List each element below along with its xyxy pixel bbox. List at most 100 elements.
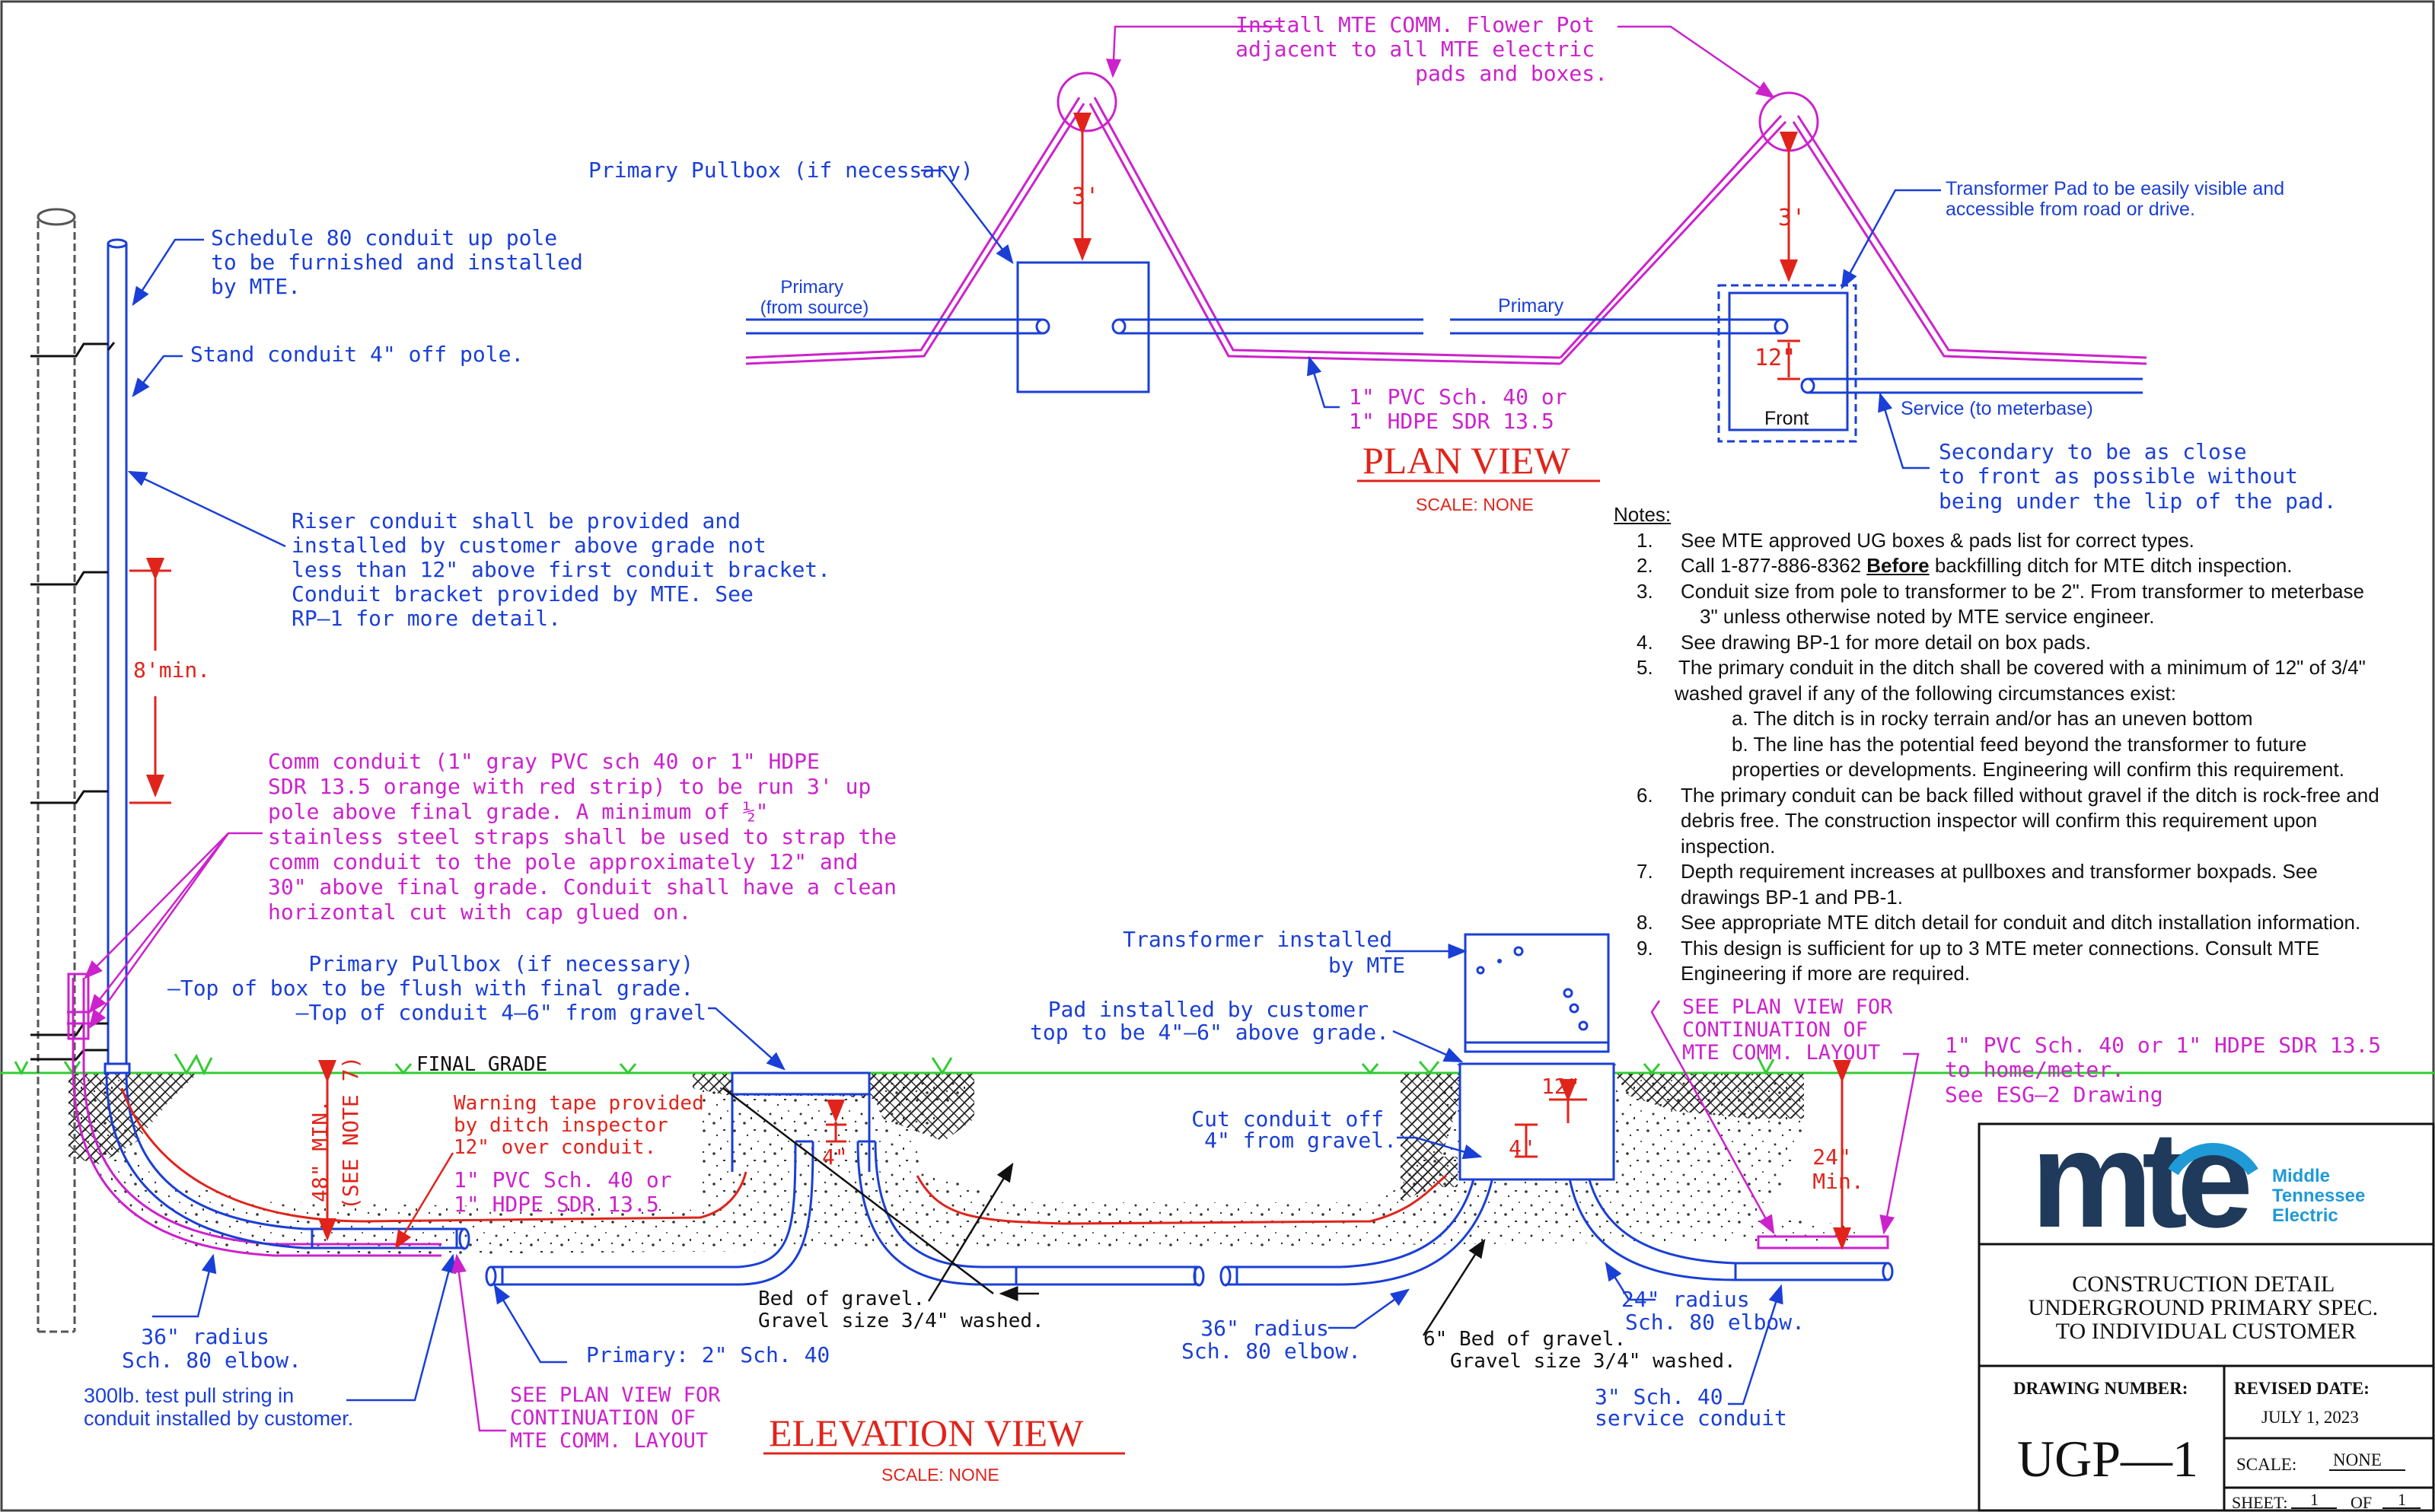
cut-conduit-note: Cut conduit off 4" from gravel. (1191, 1106, 1397, 1153)
note-7-cont: drawings BP-1 and PB-1. (1681, 885, 1903, 909)
dim-8ft-min: 8'min. (133, 657, 210, 683)
note-3-cont: 3" unless otherwise noted by MTE service… (1700, 605, 2155, 628)
note-4: 4.See drawing BP-1 for more detail on bo… (1637, 630, 2092, 654)
svg-text:mte: mte (2031, 1103, 2249, 1256)
note-9-cont: Engineering if more are required. (1681, 962, 1971, 985)
conduit-brackets (30, 342, 116, 1061)
plan-view-title: PLAN VIEW (1363, 439, 1570, 482)
drawing-number-label: DRAWING NUMBER: (2013, 1379, 2188, 1398)
elevation-pullbox (731, 1071, 871, 1172)
transformer-installed-note: Transformer installed by MTE (1123, 927, 1405, 978)
elevation-black-leaders (722, 1087, 1486, 1336)
drawing-title: CONSTRUCTION DETAIL UNDERGROUND PRIMARY … (2028, 1272, 2383, 1344)
note-5b: b. The line has the potential feed beyon… (1732, 732, 2307, 756)
note-5b-cont: properties or developments. Engineering … (1732, 758, 2344, 781)
dim-4in-pad: 4" (1509, 1135, 1535, 1160)
pad-installed-note: Pad installed by customer top to be 4"—6… (1030, 997, 1389, 1045)
plan-primary-label: Primary (1498, 295, 1564, 317)
soil-hatch-left (69, 1073, 198, 1164)
elevation-transformer (1456, 933, 1617, 1181)
drawing-number: UGP—1 (2017, 1430, 2198, 1488)
radius24-note: 24" radius Sch. 80 elbow. (1621, 1287, 1805, 1335)
warning-tape (120, 1087, 1447, 1225)
note-8: 8.See appropriate MTE ditch detail for c… (1637, 911, 2361, 934)
elevation-view: Schedule 80 conduit up pole to be furnis… (0, 208, 2435, 1485)
sheet-label: SHEET: (2232, 1493, 2287, 1512)
plan-magenta-leaders (1106, 25, 1776, 99)
dim-4in-pullbox: 4" (822, 1144, 848, 1170)
plan-primary-conduit (746, 318, 2143, 394)
revised-date: JULY 1, 2023 (2261, 1408, 2359, 1427)
scale-value: NONE (2333, 1450, 2382, 1469)
primary-elbow-pole (105, 1072, 470, 1250)
riser-note: Riser conduit shall be provided and inst… (292, 508, 843, 631)
plan-view: Install MTE COMM. Flower Pot adjacent to… (588, 12, 2337, 514)
comm-conduit-note: Comm conduit (1" gray PVC sch 40 or 1" H… (268, 749, 910, 925)
final-grade-label: FINAL GRADE (416, 1053, 547, 1076)
elevation-view-title: ELEVATION VIEW (769, 1412, 1084, 1454)
elevation-pvc-callout: 1" PVC Sch. 40 or 1" HDPE SDR 13.5 (454, 1167, 684, 1217)
soil-hatch-mid2 (864, 1073, 974, 1141)
primary-2in-label: Primary: 2" Sch. 40 (586, 1342, 830, 1367)
note-9: 9.This design is sufficient for up to 3 … (1637, 936, 2320, 960)
note-7: 7.Depth requirement increases at pullbox… (1637, 860, 2318, 883)
bed-of-gravel-note: Bed of gravel. Gravel size 3/4" washed. (758, 1288, 1044, 1332)
note-6-cont1: debris free. The construction inspector … (1681, 809, 2318, 832)
plan-scale: SCALE: NONE (1416, 495, 1534, 514)
elevation-blue-leaders (127, 238, 1783, 1405)
mte-logo: mte (2031, 1103, 2259, 1256)
plan-dimensions (1073, 113, 1800, 380)
pullbox-elevation-note: Primary Pullbox (if necessary) —Top of b… (167, 951, 706, 1025)
service3-note: 3" Sch. 40 service conduit (1595, 1384, 1787, 1431)
note-1: 1.See MTE approved UG boxes & pads list … (1637, 528, 2194, 552)
schedule80-note: Schedule 80 conduit up pole to be furnis… (211, 225, 596, 299)
plan-blue-leaders (921, 169, 1941, 470)
dim-12in-pad: 12" (1541, 1074, 1580, 1099)
elevation-red-leaders (394, 1152, 454, 1250)
pull-string-note: 300lb. test pull string in conduit insta… (84, 1384, 353, 1430)
primary-pullbox-label: Primary Pullbox (if necessary) (588, 158, 974, 183)
front-label: Front (1764, 408, 1809, 429)
dim-48in-min: 48" MIN. (308, 1100, 333, 1202)
revised-date-label: REVISED DATE: (2234, 1379, 2370, 1398)
secondary-note: Secondary to be as close to front as pos… (1939, 439, 2337, 514)
note-6-cont2: inspection. (1681, 834, 1776, 858)
pvc-home-note: 1" PVC Sch. 40 or 1" HDPE SDR 13.5 to ho… (1945, 1033, 2394, 1107)
note-5a: a. The ditch is in rocky terrain and/or … (1732, 707, 2253, 730)
flower-pot-note: Install MTE COMM. Flower Pot adjacent to… (1235, 12, 1608, 86)
grass-tufts (14, 1053, 1775, 1076)
radius36-left-note: 36" radius Sch. 80 elbow. (122, 1324, 301, 1373)
note-5: 5.The primary conduit in the ditch shall… (1637, 656, 2366, 679)
note-3: 3.Conduit size from pole to transformer … (1637, 579, 2364, 603)
plan-comm-conduit (745, 97, 2147, 365)
plan-transformer-pad (1728, 291, 1849, 431)
notes-block: Notes: 1.See MTE approved UG boxes & pad… (1614, 502, 2432, 987)
primary-from-source-label: Primary (from source) (760, 277, 869, 318)
riser-conduit (104, 238, 131, 1074)
elevation-scale: SCALE: NONE (881, 1465, 999, 1485)
notes-header: Notes: (1614, 503, 1672, 526)
see-plan-view-right: SEE PLAN VIEW FOR CONTINUATION OF MTE CO… (1682, 995, 1905, 1065)
comm-conduit-pole (67, 972, 441, 1257)
plan-dim-3ft-right: 3' (1778, 205, 1806, 231)
utility-pole (37, 208, 76, 1333)
plan-pullbox (1016, 261, 1150, 393)
scale-label: SCALE: (2236, 1455, 2296, 1474)
plan-pvc-callout: 1" PVC Sch. 40 or 1" HDPE SDR 13.5 (1349, 384, 1579, 434)
note-5-cont: washed gravel if any of the following ci… (1675, 681, 2176, 705)
stand-conduit-note: Stand conduit 4" off pole. (190, 342, 524, 367)
plan-transformer-pad-outline (1717, 284, 1857, 443)
flower-pot-right (1758, 91, 1819, 152)
of-label: OF (2351, 1493, 2372, 1512)
note-6: 6.The primary conduit can be back filled… (1637, 783, 2379, 807)
sheet-number: 1 (2310, 1490, 2319, 1509)
radius36-mid-note: 36" radius Sch. 80 elbow. (1181, 1316, 1361, 1364)
service-label: Service (to meterbase) (1901, 398, 2093, 419)
gravel-bed (69, 1073, 1857, 1256)
company-name: Middle Tennessee Electric (2272, 1166, 2370, 1226)
plan-dim-12in: 12" (1755, 345, 1796, 371)
sheet-total: 1 (2398, 1490, 2406, 1509)
see-note-7: (SEE NOTE 7) (338, 1056, 363, 1210)
